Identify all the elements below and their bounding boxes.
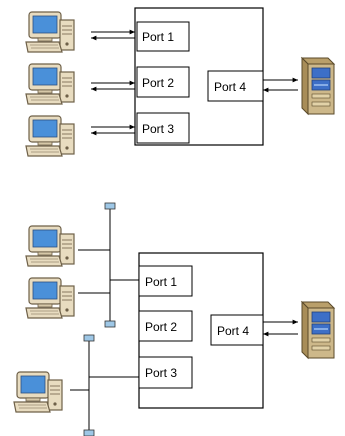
- desktop-computer-icon: [25, 11, 75, 53]
- diagram-top: Port 1 Port 2 Port 3 Port 4: [25, 7, 335, 157]
- port-2-box: [138, 310, 193, 342]
- port-3-box: [136, 112, 190, 144]
- port-2-label: Port 2: [142, 76, 174, 90]
- bus-terminator: [83, 429, 95, 436]
- port-4-label: Port 4: [214, 80, 246, 94]
- bus-terminator: [83, 334, 95, 342]
- port-2-label: Port 2: [145, 320, 177, 334]
- port-4-box: [207, 70, 264, 102]
- port-3-box: [138, 356, 193, 389]
- port-2-box: [136, 66, 190, 98]
- port-1-label: Port 1: [145, 275, 177, 289]
- desktop-computer-icon: [25, 277, 75, 319]
- port-1-label: Port 1: [142, 30, 174, 44]
- port-1-box: [136, 21, 190, 52]
- server-tower-icon: [301, 57, 335, 115]
- desktop-computer-icon: [25, 225, 75, 267]
- bus-terminator: [104, 202, 116, 210]
- diagram-bottom: Port 1 Port 2 Port 3 Port 4: [13, 202, 335, 436]
- desktop-computer-icon: [13, 371, 63, 413]
- bus-terminator: [104, 320, 116, 328]
- server-tower-icon: [301, 301, 335, 359]
- port-4-label: Port 4: [217, 324, 249, 338]
- port-1-box: [138, 265, 193, 297]
- port-3-label: Port 3: [142, 122, 174, 136]
- port-3-label: Port 3: [145, 366, 177, 380]
- port-4-box: [210, 314, 264, 346]
- desktop-computer-icon: [25, 115, 75, 157]
- desktop-computer-icon: [25, 63, 75, 105]
